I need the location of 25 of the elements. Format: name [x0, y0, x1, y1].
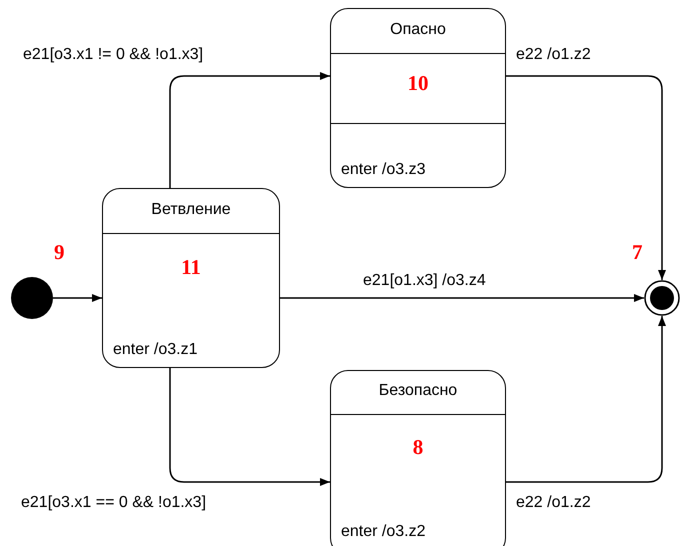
state-box	[330, 8, 506, 188]
state-box	[330, 370, 506, 546]
state-name: Безопасно	[378, 382, 458, 400]
entry-action: enter /o3.z3	[341, 161, 426, 179]
state-number: 9	[54, 240, 64, 265]
state-number: 8	[412, 435, 424, 460]
transition-arrow	[169, 72, 330, 188]
state-number: 7	[632, 240, 642, 265]
edge-label: e21[o1.x3] /o3.z4	[362, 272, 487, 290]
state-number: 10	[406, 71, 430, 96]
edge-label: e21[o3.x1 == 0 && !o1.x3]	[20, 494, 208, 512]
transition-arrow	[280, 294, 644, 302]
entry-action: enter /o3.z2	[341, 523, 426, 541]
state-box	[102, 188, 280, 368]
final-state	[644, 280, 680, 316]
initial-state	[11, 277, 53, 319]
transition-arrow	[53, 294, 102, 302]
transition-arrow	[506, 316, 666, 483]
state-name: Опасно	[389, 21, 447, 39]
state-name: Ветвление	[150, 201, 232, 219]
edge-label: e21[o3.x1 != 0 && !o1.x3]	[22, 46, 204, 64]
state-number: 11	[180, 255, 202, 280]
entry-action: enter /o3.z1	[113, 341, 198, 359]
transition-arrow	[169, 368, 330, 486]
transition-arrow	[506, 75, 666, 280]
